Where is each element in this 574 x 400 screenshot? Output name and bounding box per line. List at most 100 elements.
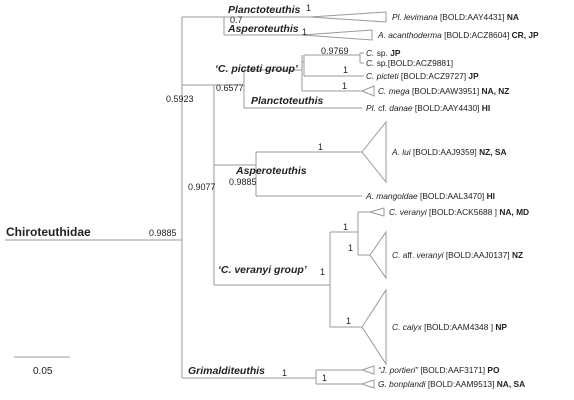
tip-name: Pl. [366, 103, 376, 113]
tree-branches [5, 16, 370, 385]
tip-name: C. [366, 58, 374, 68]
support-pair-top: 0.7 [230, 15, 243, 25]
tri-g-bonplandi [360, 379, 375, 389]
tip-code: [BOLD:AAM9513] [426, 379, 497, 389]
tip-code: [BOLD:AAJ0137] [444, 250, 512, 260]
support-middle: 0.9077 [188, 182, 216, 192]
clade-planctoteuthis-top: Planctoteuthis [228, 4, 301, 16]
tip-region: JP [468, 71, 479, 81]
tip-name: A. mangoldae [365, 191, 418, 201]
collapsed-clades [301, 11, 387, 389]
tip-region: NZ [512, 250, 523, 260]
tip-code: [BOLD:AAJ9359] [411, 147, 479, 157]
support-mega: 1 [342, 81, 347, 91]
tip-c-aff-veranyi: C. aff. veranyi [BOLD:AAJ0137] NZ [392, 250, 523, 260]
tip-region: NA, SA [497, 379, 525, 389]
tip-name: G. bonplandi [378, 379, 427, 389]
tip-region: NA, MD [499, 207, 529, 217]
support-asp-tip: 1 [302, 27, 307, 37]
tri-c-veranyi [368, 207, 385, 217]
tri-a-lui [361, 120, 387, 184]
tip-name2: cf. [376, 103, 390, 113]
tip-code: [BOLD:AAY4430] [413, 103, 482, 113]
support-upper: 0.5923 [166, 94, 194, 104]
tip-c-mega: C. mega [BOLD:AAW3951] NA, NZ [378, 86, 509, 96]
tip-region: NP [495, 322, 507, 332]
tip-name: C. [366, 48, 374, 58]
support-veranyi-top: 1 [343, 222, 348, 232]
tip-name: C. veranyi [389, 207, 428, 217]
tip-name: A. acanthoderma [377, 30, 442, 40]
support-grim-node: 1 [322, 373, 327, 383]
tip-name3: veranyi [417, 250, 445, 260]
tip-name: C. calyx [392, 322, 423, 332]
tip-name2: sp. [374, 48, 390, 58]
scale-bar-label: 0.05 [33, 366, 53, 377]
tip-name: A. lui [391, 147, 412, 157]
support-picteti-sub: 1 [343, 65, 348, 75]
tip-region: HI [482, 103, 490, 113]
clade-asperoteuthis-mid: Asperoteuthis [235, 165, 307, 177]
tip-code: [BOLD:AAW3951] [410, 86, 482, 96]
tip-pl-danae: Pl. cf. danae [BOLD:AAY4430] HI [366, 103, 490, 113]
support-calyx: 1 [346, 316, 351, 326]
support-veranyi-node: 1 [320, 267, 325, 277]
tip-name: C. picteti [366, 71, 400, 81]
support-lui: 1 [318, 142, 323, 152]
tri-a-acanthoderma [301, 29, 373, 41]
tip-code: [BOLD:ACZ9881] [388, 58, 453, 68]
tip-region: PO [487, 365, 500, 375]
clade-veranyi-group: ‘C. veranyi group’ [218, 264, 308, 276]
tip-c-sp-jp: C. sp. JP [366, 48, 401, 58]
support-values: 0.9885 0.5923 0.7 1 1 0.6577 0.9769 1 1 … [149, 3, 353, 383]
tip-a-lui: A. lui [BOLD:AAJ9359] NZ, SA [391, 147, 507, 157]
support-grim-tip: 1 [282, 368, 287, 378]
tip-code: [BOLD:AAY4431] [438, 12, 507, 22]
tip-name: C. [392, 250, 400, 260]
tip-g-bonplandi: G. bonplandi [BOLD:AAM9513] NA, SA [378, 379, 525, 389]
support-asp-mid: 0.9885 [229, 177, 257, 187]
support-csp-pair: 0.9769 [321, 46, 349, 56]
tip-name3: danae [389, 103, 413, 113]
tip-a-acanthoderma: A. acanthoderma [BOLD:ACZ8604] CR, JP [377, 30, 539, 40]
tip-name: Pl. levimana [392, 12, 438, 22]
clade-planctoteuthis-mid: Planctoteuthis [251, 95, 324, 107]
tip-name2: aff. [400, 250, 416, 260]
tip-a-mangoldae: A. mangoldae [BOLD:AAL3470] HI [365, 191, 495, 201]
tip-labels: Pl. levimana [BOLD:AAY4431] NA A. acanth… [365, 12, 539, 389]
tip-region: JP [390, 48, 401, 58]
tip-name: “J. portieri” [378, 365, 419, 375]
tip-code: [BOLD:AAM4348 ] [422, 322, 496, 332]
clade-picteti-group: ‘C. picteti group’ [215, 63, 299, 75]
tip-code: [BOLD:AAL3470] [418, 191, 487, 201]
root-label: Chiroteuthidae [6, 225, 91, 239]
tip-name2: sp. [374, 58, 388, 68]
tip-name: C. mega [378, 86, 410, 96]
tip-j-portieri: “J. portieri” [BOLD:AAF3171] PO [378, 365, 500, 375]
tri-c-mega [360, 85, 375, 97]
tip-region: NA, NZ [482, 86, 510, 96]
support-veranyi-sub: 1 [348, 243, 353, 253]
tip-c-sp-acz: C. sp.[BOLD:ACZ9881] [366, 58, 453, 68]
tip-region: HI [487, 191, 495, 201]
tri-c-aff-veranyi [369, 230, 387, 280]
tip-code: [BOLD:ACZ9727] [399, 71, 469, 81]
tip-code: [BOLD:AAF3171] [418, 365, 487, 375]
tip-region: CR, JP [512, 30, 539, 40]
clade-grimalditeuthis: Grimalditeuthis [188, 365, 265, 377]
support-picteti-node: 0.6577 [216, 83, 244, 93]
tri-j-portieri [360, 365, 375, 375]
scale-bar: 0.05 [14, 356, 70, 377]
tip-c-calyx: C. calyx [BOLD:AAM4348 ] NP [392, 322, 507, 332]
tip-code: [BOLD:ACK5688 ] [427, 207, 500, 217]
support-plan-tip: 1 [306, 3, 311, 13]
tip-c-veranyi: C. veranyi [BOLD:ACK5688 ] NA, MD [389, 207, 529, 217]
support-root: 0.9885 [149, 228, 177, 238]
tri-pl-levimana [309, 11, 387, 23]
clade-asperoteuthis-top: Asperoteuthis [227, 23, 299, 35]
tip-c-picteti: C. picteti [BOLD:ACZ9727] JP [366, 71, 479, 81]
clade-labels: Chiroteuthidae Planctoteuthis Asperoteut… [6, 4, 324, 377]
tip-region: NA [507, 12, 519, 22]
tip-region: NZ, SA [479, 147, 506, 157]
